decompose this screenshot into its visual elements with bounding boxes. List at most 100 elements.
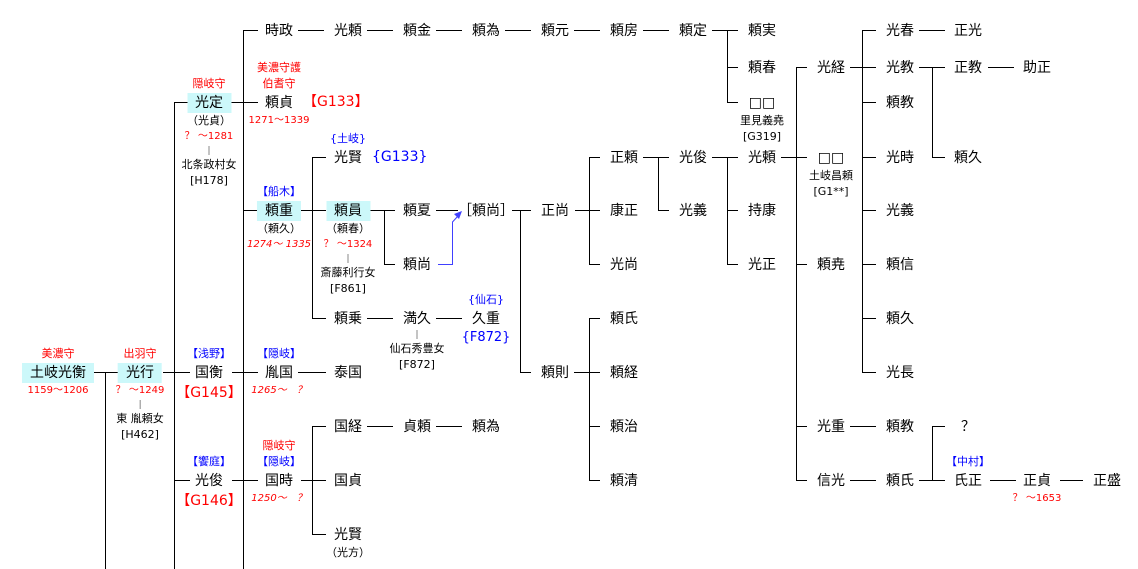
annotation-paren: （光貞）: [187, 114, 231, 127]
person-name: 氏正: [954, 473, 982, 489]
person-node: 正貞？ 〜1653: [1013, 470, 1062, 507]
person-name: 光俊: [679, 150, 707, 166]
person-node: 正光: [946, 20, 990, 41]
annotation-dates: 1271〜1339: [248, 115, 310, 126]
annotation-title: 出羽守: [123, 347, 157, 360]
annotation-datesit: 1250〜 ？: [251, 493, 307, 504]
person-name: 頼員: [326, 201, 370, 221]
person-node: 助正: [1015, 57, 1059, 78]
person-name: 頼乗: [334, 311, 362, 327]
reference-code: 【G133】: [303, 94, 369, 110]
person-name: 光賢: [334, 150, 362, 166]
person-node: 正盛: [1085, 470, 1129, 491]
person-name: □□: [817, 150, 845, 166]
person-node: 光俊: [671, 147, 715, 168]
person-node: {土岐}光賢: [326, 131, 370, 168]
person-node: 頼尚: [395, 254, 439, 275]
person-name: 光経: [817, 60, 845, 76]
annotation-code: [G1**]: [813, 185, 849, 198]
person-node: 貞頼: [395, 416, 439, 437]
person-node: 頼久: [878, 308, 922, 329]
person-node: 頼乗: [326, 308, 370, 329]
person-node: 正頼: [602, 147, 646, 168]
person-node: □□里見義堯[G319]: [740, 92, 784, 145]
spouse-name: 斎藤利行女: [320, 266, 376, 279]
person-name: 康正: [610, 203, 638, 219]
person-name: 頼夏: [403, 203, 431, 219]
person-name: 光時: [886, 150, 914, 166]
person-node: 頼尭: [809, 254, 853, 275]
annotation-dates: ？ 〜1281: [184, 131, 234, 142]
person-name: 頼尭: [817, 257, 845, 273]
person-node: 光教: [878, 57, 922, 78]
person-name: 胤国: [264, 365, 293, 381]
annotation-clan: 【隠岐】: [256, 347, 301, 360]
person-name: 正教: [954, 60, 982, 76]
person-name: 正光: [954, 23, 982, 39]
person-node: 頼為: [464, 20, 508, 41]
person-node: ［頼尚］: [450, 200, 522, 221]
person-name: 頼元: [541, 23, 569, 39]
person-name: 頼貞: [265, 95, 293, 111]
spouse-name: 北条政村女: [181, 158, 237, 171]
person-node: 光頼: [740, 147, 784, 168]
person-node: 光正: [740, 254, 784, 275]
person-name: 頼重: [256, 201, 301, 221]
person-name: 光俊: [194, 473, 223, 489]
spouse-name: 仙石秀豊女: [389, 342, 445, 355]
person-name: 正尚: [541, 203, 569, 219]
spouse-tick: [347, 254, 349, 263]
person-name: 光尚: [610, 257, 638, 273]
person-node: 頼定: [671, 20, 715, 41]
person-name: 頼実: [748, 23, 776, 39]
person-node: 信光: [809, 470, 853, 491]
annotation-dates: ？ 〜1653: [1012, 493, 1062, 504]
annotation-gcode: 【G145】: [176, 385, 242, 401]
person-name: 土岐光衡: [22, 363, 94, 383]
person-name: 持康: [748, 203, 776, 219]
person-name: 頼定: [679, 23, 707, 39]
person-name: 正盛: [1093, 473, 1121, 489]
person-name: 頼教: [886, 95, 914, 111]
person-node: 時政: [257, 20, 301, 41]
person-node: 頼為: [464, 416, 508, 437]
person-node: 頼教: [878, 416, 922, 437]
person-name: 泰国: [334, 365, 362, 381]
person-node: 正教: [946, 57, 990, 78]
annotation-gcode: 【G146】: [176, 493, 242, 509]
person-name: 光長: [886, 365, 914, 381]
person-name: □□: [748, 95, 776, 111]
annotation-paren: （頼久）: [256, 222, 301, 235]
annotation-paren: 土岐昌頼: [809, 169, 853, 182]
person-node: 正尚: [533, 200, 577, 221]
person-node: 【饗庭】光俊【G146】: [176, 454, 242, 511]
person-node: 光重: [809, 416, 853, 437]
annotation-clan: 【浅野】: [186, 347, 231, 360]
person-node: 光義: [878, 200, 922, 221]
person-node: 光春: [878, 20, 922, 41]
person-node: 頼教: [878, 92, 922, 113]
annotation-code: [F872]: [399, 358, 435, 371]
spouse-tick: [416, 330, 418, 339]
person-node: ？: [953, 416, 983, 437]
person-name: 頼氏: [886, 473, 914, 489]
person-node: 頼春: [740, 57, 784, 78]
annotation-title: 美濃守護: [257, 61, 301, 74]
annotation-title: 美濃守: [41, 347, 75, 360]
person-node: 持康: [740, 200, 784, 221]
annotation-code: [F861]: [330, 282, 366, 295]
person-name: 頼氏: [610, 311, 638, 327]
person-name: 満久: [403, 311, 431, 327]
annotation-clan: 【饗庭】: [186, 455, 231, 468]
annotation-clan: 【中村】: [946, 455, 990, 468]
person-name: 光義: [886, 203, 914, 219]
annotation-clan: 【船木】: [256, 185, 301, 198]
person-node: 頼氏: [878, 470, 922, 491]
person-name: ？: [961, 419, 975, 435]
person-name: 時政: [265, 23, 293, 39]
person-name: ［頼尚］: [458, 203, 514, 219]
